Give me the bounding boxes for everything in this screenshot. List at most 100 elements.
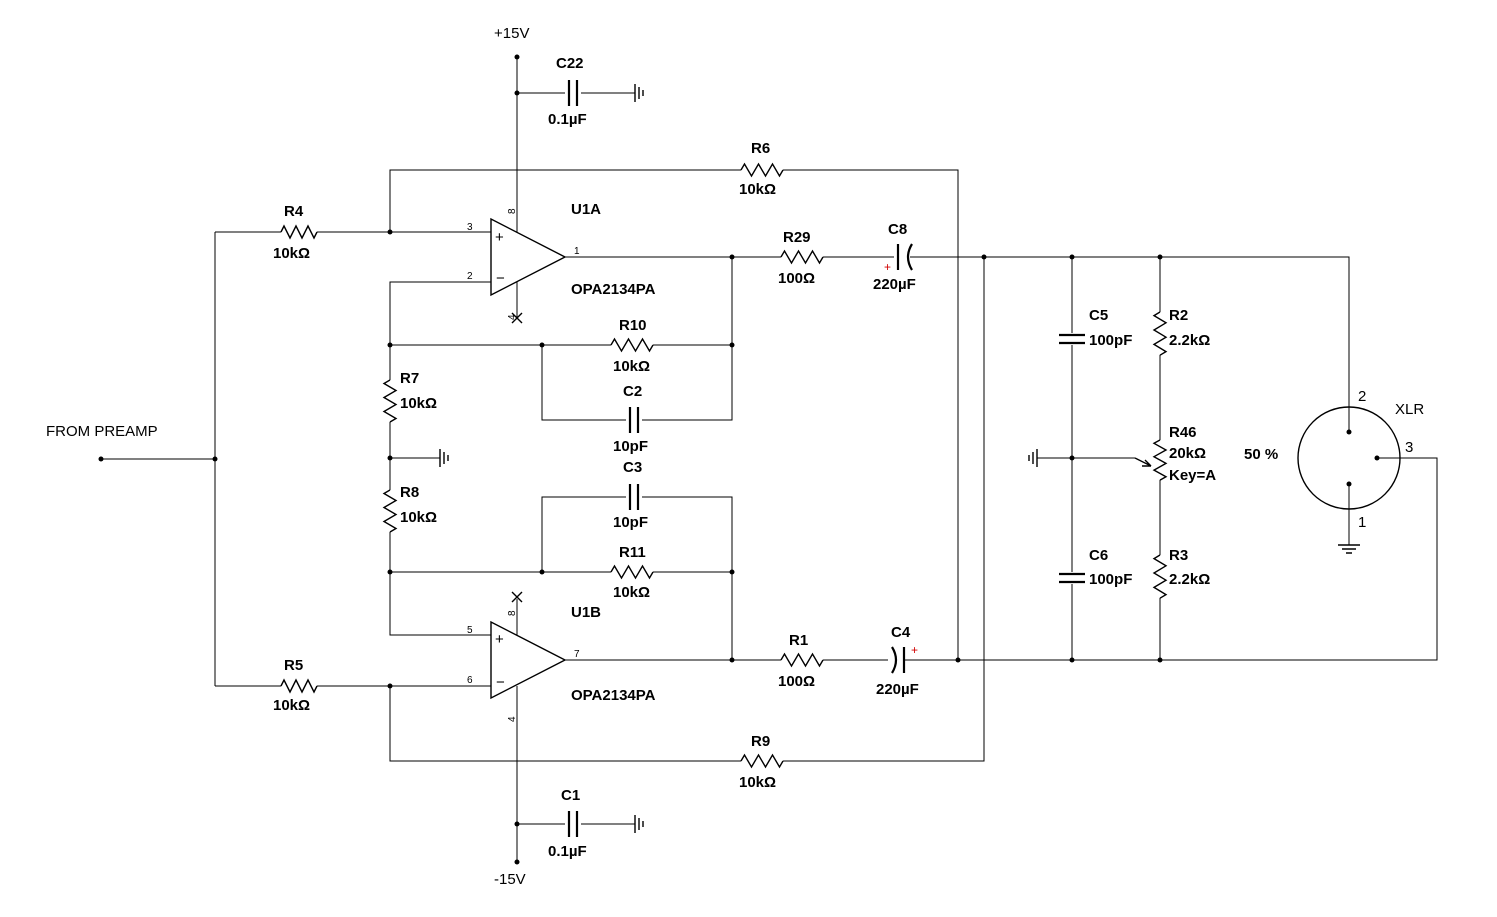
junction-dot — [387, 683, 393, 689]
ground-icon — [1028, 449, 1038, 467]
junction-dot — [387, 342, 393, 348]
resistor-r29 — [780, 249, 824, 265]
c2-value: 10pF — [613, 438, 648, 455]
r46-key: Key=A — [1169, 467, 1216, 484]
c22-value: 0.1µF — [548, 111, 587, 128]
capacitor-c4 — [891, 646, 906, 674]
r1-ref: R1 — [789, 632, 808, 649]
r5-ref: R5 — [284, 657, 303, 674]
r46-value: 20kΩ — [1169, 445, 1206, 462]
r29-ref: R29 — [783, 229, 811, 246]
c3-ref: C3 — [623, 459, 642, 476]
junction-dot — [514, 90, 520, 96]
no-connect-icon — [511, 591, 523, 603]
net-label-output: XLR — [1395, 401, 1424, 418]
junction-dot — [729, 342, 735, 348]
r10-ref: R10 — [619, 317, 647, 334]
r46-setting: 50 % — [1244, 446, 1278, 463]
resistor-r4 — [280, 224, 318, 240]
xlr-connector — [1297, 406, 1401, 510]
resistor-r1 — [780, 652, 824, 668]
r2-value: 2.2kΩ — [1169, 332, 1210, 349]
c6-ref: C6 — [1089, 547, 1108, 564]
r8-value: 10kΩ — [400, 509, 437, 526]
r10-value: 10kΩ — [613, 358, 650, 375]
xlr-pin-number: 1 — [1358, 514, 1366, 531]
junction-dot — [387, 455, 393, 461]
junction-dot — [1157, 657, 1163, 663]
junction-dot — [1346, 481, 1352, 487]
junction-dot — [387, 569, 393, 575]
c22-ref: C22 — [556, 55, 584, 72]
junction-dot — [729, 657, 735, 663]
ground-c1 — [634, 815, 644, 833]
c8-ref: C8 — [888, 221, 907, 238]
junction-dot — [212, 456, 218, 462]
ground-icon — [634, 815, 644, 833]
resistor-r6 — [740, 162, 784, 178]
resistor-r2 — [1152, 311, 1168, 356]
r11-ref: R11 — [619, 544, 646, 561]
c4-polarity-mark: + — [911, 643, 918, 657]
capacitor-c2 — [628, 407, 640, 433]
capacitor-c6 — [1059, 572, 1085, 584]
resistor-r5 — [280, 678, 318, 694]
ground-center — [439, 449, 449, 467]
r6-ref: R6 — [751, 140, 770, 157]
junction-dot — [387, 229, 393, 235]
junction-dot — [955, 657, 961, 663]
r11-value: 10kΩ — [613, 584, 650, 601]
c4-ref: C4 — [891, 624, 911, 641]
c2-ref: C2 — [623, 383, 642, 400]
junction-dot — [514, 821, 520, 827]
potentiometer-r46 — [1152, 439, 1168, 481]
c3-value: 10pF — [613, 514, 648, 531]
resistor-r3 — [1152, 554, 1168, 599]
junction-dot — [514, 54, 520, 60]
u1b-ref: U1B — [571, 604, 601, 621]
c5-value: 100pF — [1089, 332, 1132, 349]
junction-dot — [98, 456, 104, 462]
u1a-plus-sign: + — [495, 229, 504, 246]
xlr-pin-number: 3 — [1405, 439, 1413, 456]
resistor-r11 — [610, 564, 654, 580]
r6-value: 10kΩ — [739, 181, 776, 198]
r1-value: 100Ω — [778, 673, 815, 690]
ground-icon — [1338, 544, 1360, 554]
r4-value: 10kΩ — [273, 245, 310, 262]
u1a-ref: U1A — [571, 201, 601, 218]
resistor-r7 — [382, 379, 398, 423]
u1b-plus-sign: + — [495, 631, 504, 648]
r8-ref: R8 — [400, 484, 419, 501]
c8-polarity-mark: + — [884, 260, 891, 274]
junction-dot — [729, 569, 735, 575]
ground-c22 — [634, 84, 644, 102]
pin-number: 1 — [574, 246, 580, 257]
u1b-minus-sign: − — [496, 674, 505, 691]
junction-dot — [1374, 455, 1380, 461]
junction-dot — [539, 569, 545, 575]
capacitor-c8 — [896, 243, 913, 271]
pin-number: 6 — [467, 675, 473, 686]
junction-dot — [729, 254, 735, 260]
ground-icon — [634, 84, 644, 102]
junction-dot — [1157, 254, 1163, 260]
c6-value: 100pF — [1089, 571, 1132, 588]
pin-number: 2 — [467, 271, 473, 282]
opamp-u1a: + − — [470, 217, 567, 324]
resistor-r8 — [382, 489, 398, 533]
u1a-minus-sign: − — [496, 270, 505, 287]
c1-value: 0.1µF — [548, 843, 587, 860]
r9-value: 10kΩ — [739, 774, 776, 791]
capacitor-c5 — [1059, 333, 1085, 345]
resistor-r10 — [610, 337, 654, 353]
opamp-u1b: + − — [470, 591, 567, 703]
r2-ref: R2 — [1169, 307, 1188, 324]
junction-dot — [539, 342, 545, 348]
r7-ref: R7 — [400, 370, 419, 387]
ground-icon — [439, 449, 449, 467]
capacitor-c1 — [567, 811, 579, 837]
r9-ref: R9 — [751, 733, 770, 750]
c4-value: 220µF — [876, 681, 919, 698]
